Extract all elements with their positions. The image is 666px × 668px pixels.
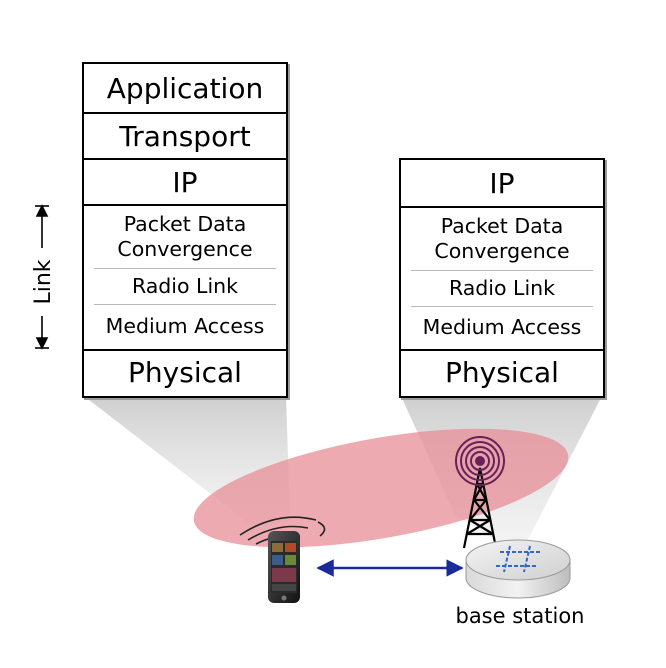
base-station-icon xyxy=(465,539,571,599)
sublayer-pdc-line2: Convergence xyxy=(117,237,253,261)
sublayer-radio-link: Radio Link xyxy=(448,276,556,300)
layer-transport: Transport xyxy=(84,114,286,160)
layer-physical: Physical xyxy=(128,356,242,389)
link-label: Link xyxy=(30,259,56,305)
sublayer-medium-access: Medium Access xyxy=(105,314,265,338)
sublayer-pdc-line2: Convergence xyxy=(434,239,570,263)
layer-application: Application xyxy=(84,64,286,114)
link-layer-group: Packet Data Convergence Radio Link Mediu… xyxy=(401,208,603,351)
sublayer-medium-access: Medium Access xyxy=(422,315,582,339)
layer-ip: IP xyxy=(401,160,603,208)
base-station-protocol-stack: IP Packet Data Convergence Radio Link Me… xyxy=(399,158,605,398)
separator xyxy=(94,304,276,305)
separator xyxy=(411,306,593,307)
layer-ip: IP xyxy=(84,160,286,206)
separator xyxy=(94,268,276,269)
separator xyxy=(411,270,593,271)
cell-tower-icon xyxy=(462,467,498,549)
device-protocol-stack: Application Transport IP Packet Data Con… xyxy=(82,62,288,398)
tower-signal-rings xyxy=(455,436,505,486)
link-bracket xyxy=(35,204,49,350)
link-layer-group: Packet Data Convergence Radio Link Mediu… xyxy=(84,206,286,351)
base-station-label: base station xyxy=(455,604,585,628)
sublayer-radio-link: Radio Link xyxy=(131,274,239,298)
layer-physical: Physical xyxy=(445,356,559,389)
sublayer-pdc-line1: Packet Data xyxy=(123,212,247,236)
phone-icon xyxy=(268,531,300,603)
sublayer-pdc-line1: Packet Data xyxy=(440,214,564,238)
